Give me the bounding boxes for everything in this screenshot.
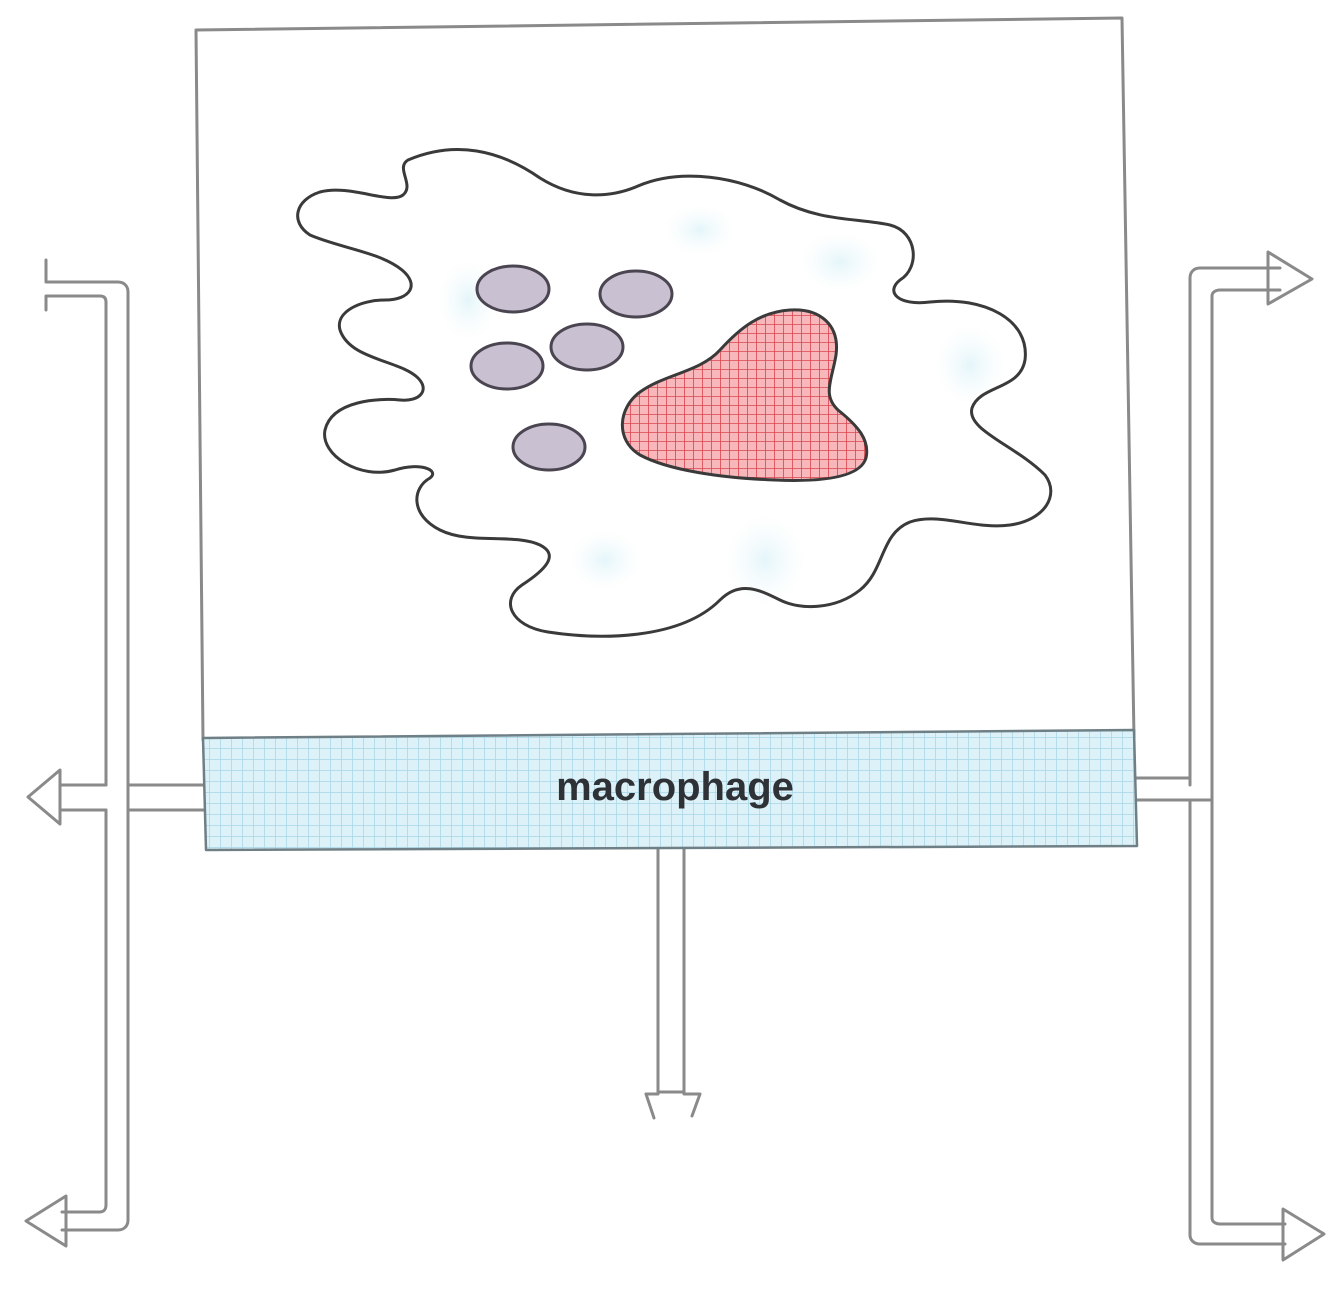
granule <box>511 422 587 472</box>
granule <box>549 322 625 372</box>
label-bar: macrophage <box>201 728 1139 852</box>
arrow-bottom-left <box>24 1194 68 1248</box>
granule <box>598 269 674 319</box>
down-pipe <box>656 846 686 1100</box>
arrow-middle-left <box>26 768 62 826</box>
cytoplasm-tint <box>438 205 1005 605</box>
left-pipe <box>48 268 207 1232</box>
granule <box>475 264 551 314</box>
nucleus <box>620 308 869 482</box>
arrow-top-left <box>44 258 60 312</box>
right-pipe <box>1133 266 1287 1246</box>
macrophage-label: macrophage <box>556 765 794 809</box>
granule <box>469 341 545 391</box>
arrow-bottom-right <box>1281 1207 1326 1262</box>
arrow-bottom-center <box>644 1090 702 1120</box>
granules <box>469 264 674 472</box>
arrow-top-right <box>1266 250 1314 306</box>
